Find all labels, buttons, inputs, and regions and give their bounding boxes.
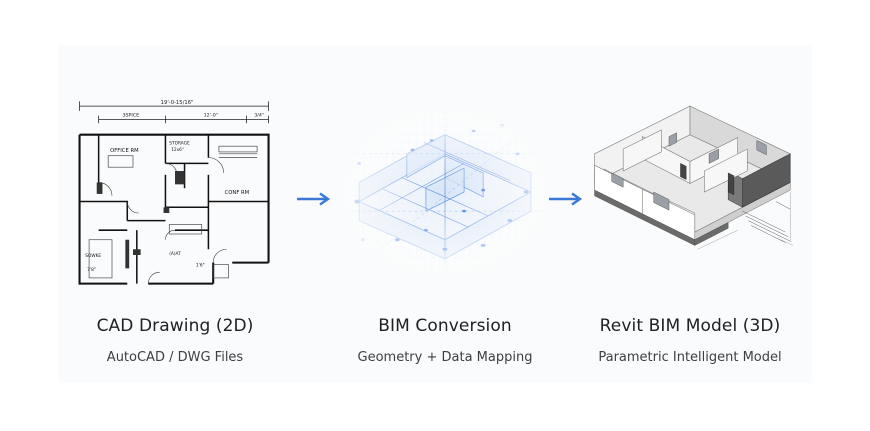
stage-title: BIM Conversion (378, 316, 512, 336)
cad-overall-dim: 19'-0-15/16" (161, 100, 194, 106)
cad-center-label: (A)AT (169, 251, 181, 257)
cad-storage-size: 12x6" (171, 147, 184, 153)
cad-storage-label: STORAGE (169, 140, 190, 146)
stage-bim-conversion: BIM Conversion Geometry + Data Mapping (335, 92, 555, 365)
cad-conf-label: CONF RM (225, 190, 250, 196)
stage-subtitle: Parametric Intelligent Model (598, 350, 782, 365)
stage-title: Revit BIM Model (3D) (599, 316, 781, 336)
3d-building-model-icon (593, 105, 794, 250)
arrow-right-icon (297, 192, 331, 206)
cad-dim-office: 3SPICE (123, 113, 140, 119)
cad-dim-right: 3/4" (254, 113, 264, 119)
bim-wireframe-model-icon (340, 106, 550, 278)
cad-office-label: OFFICE RM (110, 148, 139, 154)
stage-cad-drawing: 19'-0-15/16" 3SPICE 12'-0" 3/4" (65, 92, 285, 365)
stage-subtitle: Geometry + Data Mapping (357, 350, 533, 365)
cad-dim-mid: 12'-0" (204, 113, 218, 119)
floor-plan-drawing-icon: 19'-0-15/16" 3SPICE 12'-0" 3/4" (78, 100, 270, 285)
cad-bottom-dim: 1'6" (196, 262, 205, 268)
stage-title: CAD Drawing (2D) (96, 316, 254, 336)
cad-small-dim: 7'8" (87, 267, 96, 273)
stage-revit-model: Revit BIM Model (3D) Parametric Intellig… (580, 92, 800, 365)
stage-subtitle: AutoCAD / DWG Files (106, 350, 244, 365)
cad-small-room-label: SOWKE (85, 253, 101, 259)
arrow-right-icon (549, 192, 583, 206)
